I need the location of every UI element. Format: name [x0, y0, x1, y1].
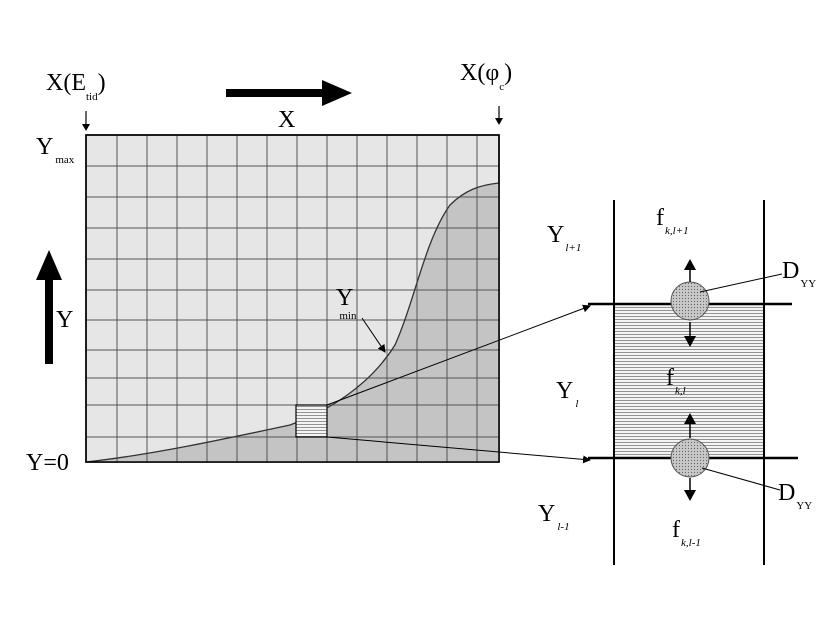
curve-area: [86, 183, 499, 462]
flux-bottom-label: fk,l-1: [672, 517, 701, 549]
grid-border: [85, 134, 500, 463]
flux-arrow-bottom-down: [684, 478, 696, 501]
x-right-label: X(φc): [460, 60, 512, 93]
diffusion-circle-bottom: [670, 438, 710, 478]
diffusion-bottom-label: DYY: [778, 480, 812, 512]
y-axis-label: Y: [56, 307, 73, 333]
x-left-label: X(Etid): [46, 70, 106, 103]
y-min-curve: [85, 182, 500, 463]
flux-arrow-bottom-up: [684, 413, 696, 438]
diffusion-circle-top: [670, 281, 710, 321]
x-left-marker-arrow: [82, 111, 90, 131]
flux-mid-label: fk,l: [666, 365, 686, 397]
flux-top-label: fk,l+1: [656, 205, 689, 237]
zoomed-cell-fill: [614, 304, 764, 458]
y-min-pointer-arrow: [361, 317, 386, 353]
x-right-marker-arrow: [495, 106, 503, 125]
x-direction-arrow: [226, 80, 352, 106]
d-bottom-leader: [701, 467, 781, 491]
x-axis-label: X: [278, 107, 295, 133]
zoomed-cell: [588, 200, 798, 565]
zoom-line-top: [326, 304, 591, 406]
state-grid: [85, 134, 500, 463]
y-direction-arrow: [36, 250, 62, 364]
flux-arrow-top-up: [684, 259, 696, 282]
flux-arrow-top-down: [684, 322, 696, 347]
y-upper-label: Yl+1: [547, 222, 581, 254]
diffusion-top-label: DYY: [782, 258, 816, 290]
zoom-line-bottom: [326, 436, 591, 464]
selected-cell: [295, 404, 328, 438]
y-zero-label: Y=0: [26, 450, 69, 476]
d-top-leader: [699, 273, 783, 293]
